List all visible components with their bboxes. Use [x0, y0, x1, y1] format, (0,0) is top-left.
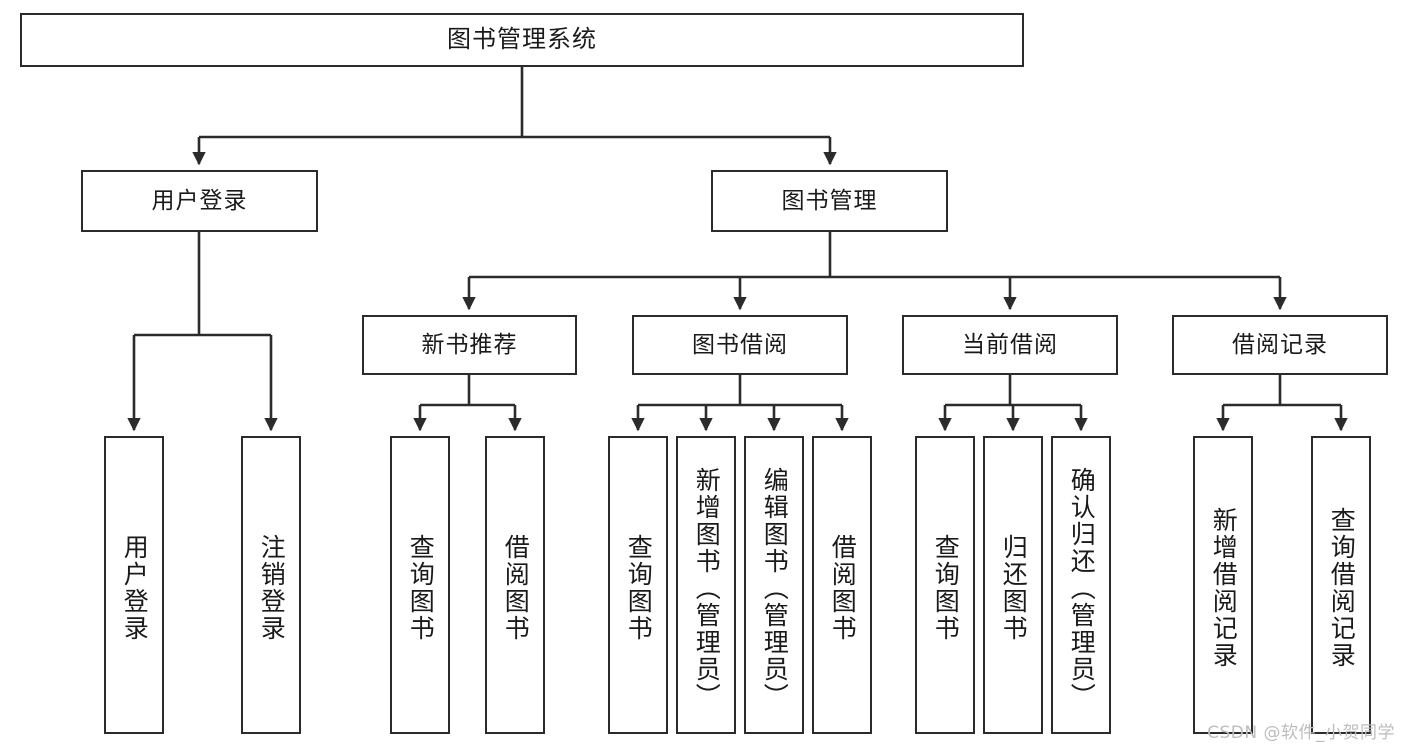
node-leaf-user-login-label: 用户登录	[120, 534, 150, 642]
node-root[interactable]: 图书管理系统	[20, 13, 1024, 67]
node-leaf-borrow-book-new[interactable]: 借阅图书	[485, 436, 545, 734]
node-leaf-add-borrow-record[interactable]: 新增借阅记录	[1193, 436, 1253, 734]
node-current-borrow-label: 当前借阅	[962, 331, 1058, 358]
node-new-book-recommend[interactable]: 新书推荐	[362, 315, 577, 375]
edge-group-new-book-recommend	[413, 375, 522, 432]
edge-group-book-borrow	[631, 375, 849, 432]
node-leaf-query-book-borrow[interactable]: 查询图书	[608, 436, 668, 734]
node-book-borrow[interactable]: 图书借阅	[632, 315, 848, 375]
node-leaf-query-book-current-label: 查询图书	[931, 534, 961, 642]
node-leaf-user-logout[interactable]: 注销登录	[241, 436, 301, 734]
node-leaf-add-book-admin-label: 新增图书（管理员）	[692, 466, 722, 710]
node-leaf-return-book-label: 归还图书	[999, 534, 1029, 642]
node-leaf-borrow-book-new-label: 借阅图书	[501, 534, 531, 642]
node-book-manage-label: 图书管理	[781, 187, 878, 214]
node-leaf-query-borrow-record-label: 查询借阅记录	[1327, 507, 1357, 669]
node-leaf-borrow-book-label: 借阅图书	[828, 534, 858, 642]
node-leaf-edit-book-admin-label: 编辑图书（管理员）	[760, 466, 790, 710]
edge-group-root	[192, 67, 837, 166]
edge-group-book-manage	[462, 232, 1287, 311]
node-leaf-borrow-book[interactable]: 借阅图书	[812, 436, 872, 734]
node-root-label: 图书管理系统	[447, 25, 597, 54]
node-user-login[interactable]: 用户登录	[81, 170, 318, 232]
edge-group-borrow-record	[1216, 375, 1348, 432]
node-current-borrow[interactable]: 当前借阅	[902, 315, 1118, 375]
node-leaf-add-borrow-record-label: 新增借阅记录	[1209, 507, 1239, 669]
node-leaf-query-borrow-record[interactable]: 查询借阅记录	[1311, 436, 1371, 734]
node-leaf-query-book-borrow-label: 查询图书	[624, 534, 654, 642]
watermark-text: CSDN @软件_小贺同学	[1207, 723, 1395, 743]
node-leaf-return-book[interactable]: 归还图书	[983, 436, 1043, 734]
node-leaf-confirm-return-admin[interactable]: 确认归还（管理员）	[1051, 436, 1111, 734]
node-book-borrow-label: 图书借阅	[692, 331, 788, 358]
node-borrow-record-label: 借阅记录	[1232, 331, 1328, 358]
node-book-manage[interactable]: 图书管理	[711, 170, 948, 232]
node-leaf-query-book-new-label: 查询图书	[406, 534, 436, 642]
edge-group-current-borrow	[938, 375, 1088, 432]
node-user-login-label: 用户登录	[151, 187, 248, 214]
node-leaf-confirm-return-admin-label: 确认归还（管理员）	[1067, 466, 1097, 710]
node-new-book-recommend-label: 新书推荐	[421, 331, 518, 358]
node-borrow-record[interactable]: 借阅记录	[1172, 315, 1388, 375]
node-leaf-user-logout-label: 注销登录	[257, 534, 287, 642]
node-leaf-add-book-admin[interactable]: 新增图书（管理员）	[676, 436, 736, 734]
node-leaf-query-book-current[interactable]: 查询图书	[915, 436, 975, 734]
node-leaf-query-book-new[interactable]: 查询图书	[390, 436, 450, 734]
node-leaf-user-login[interactable]: 用户登录	[104, 436, 164, 734]
edge-group-user-login	[127, 232, 278, 432]
node-leaf-edit-book-admin[interactable]: 编辑图书（管理员）	[744, 436, 804, 734]
